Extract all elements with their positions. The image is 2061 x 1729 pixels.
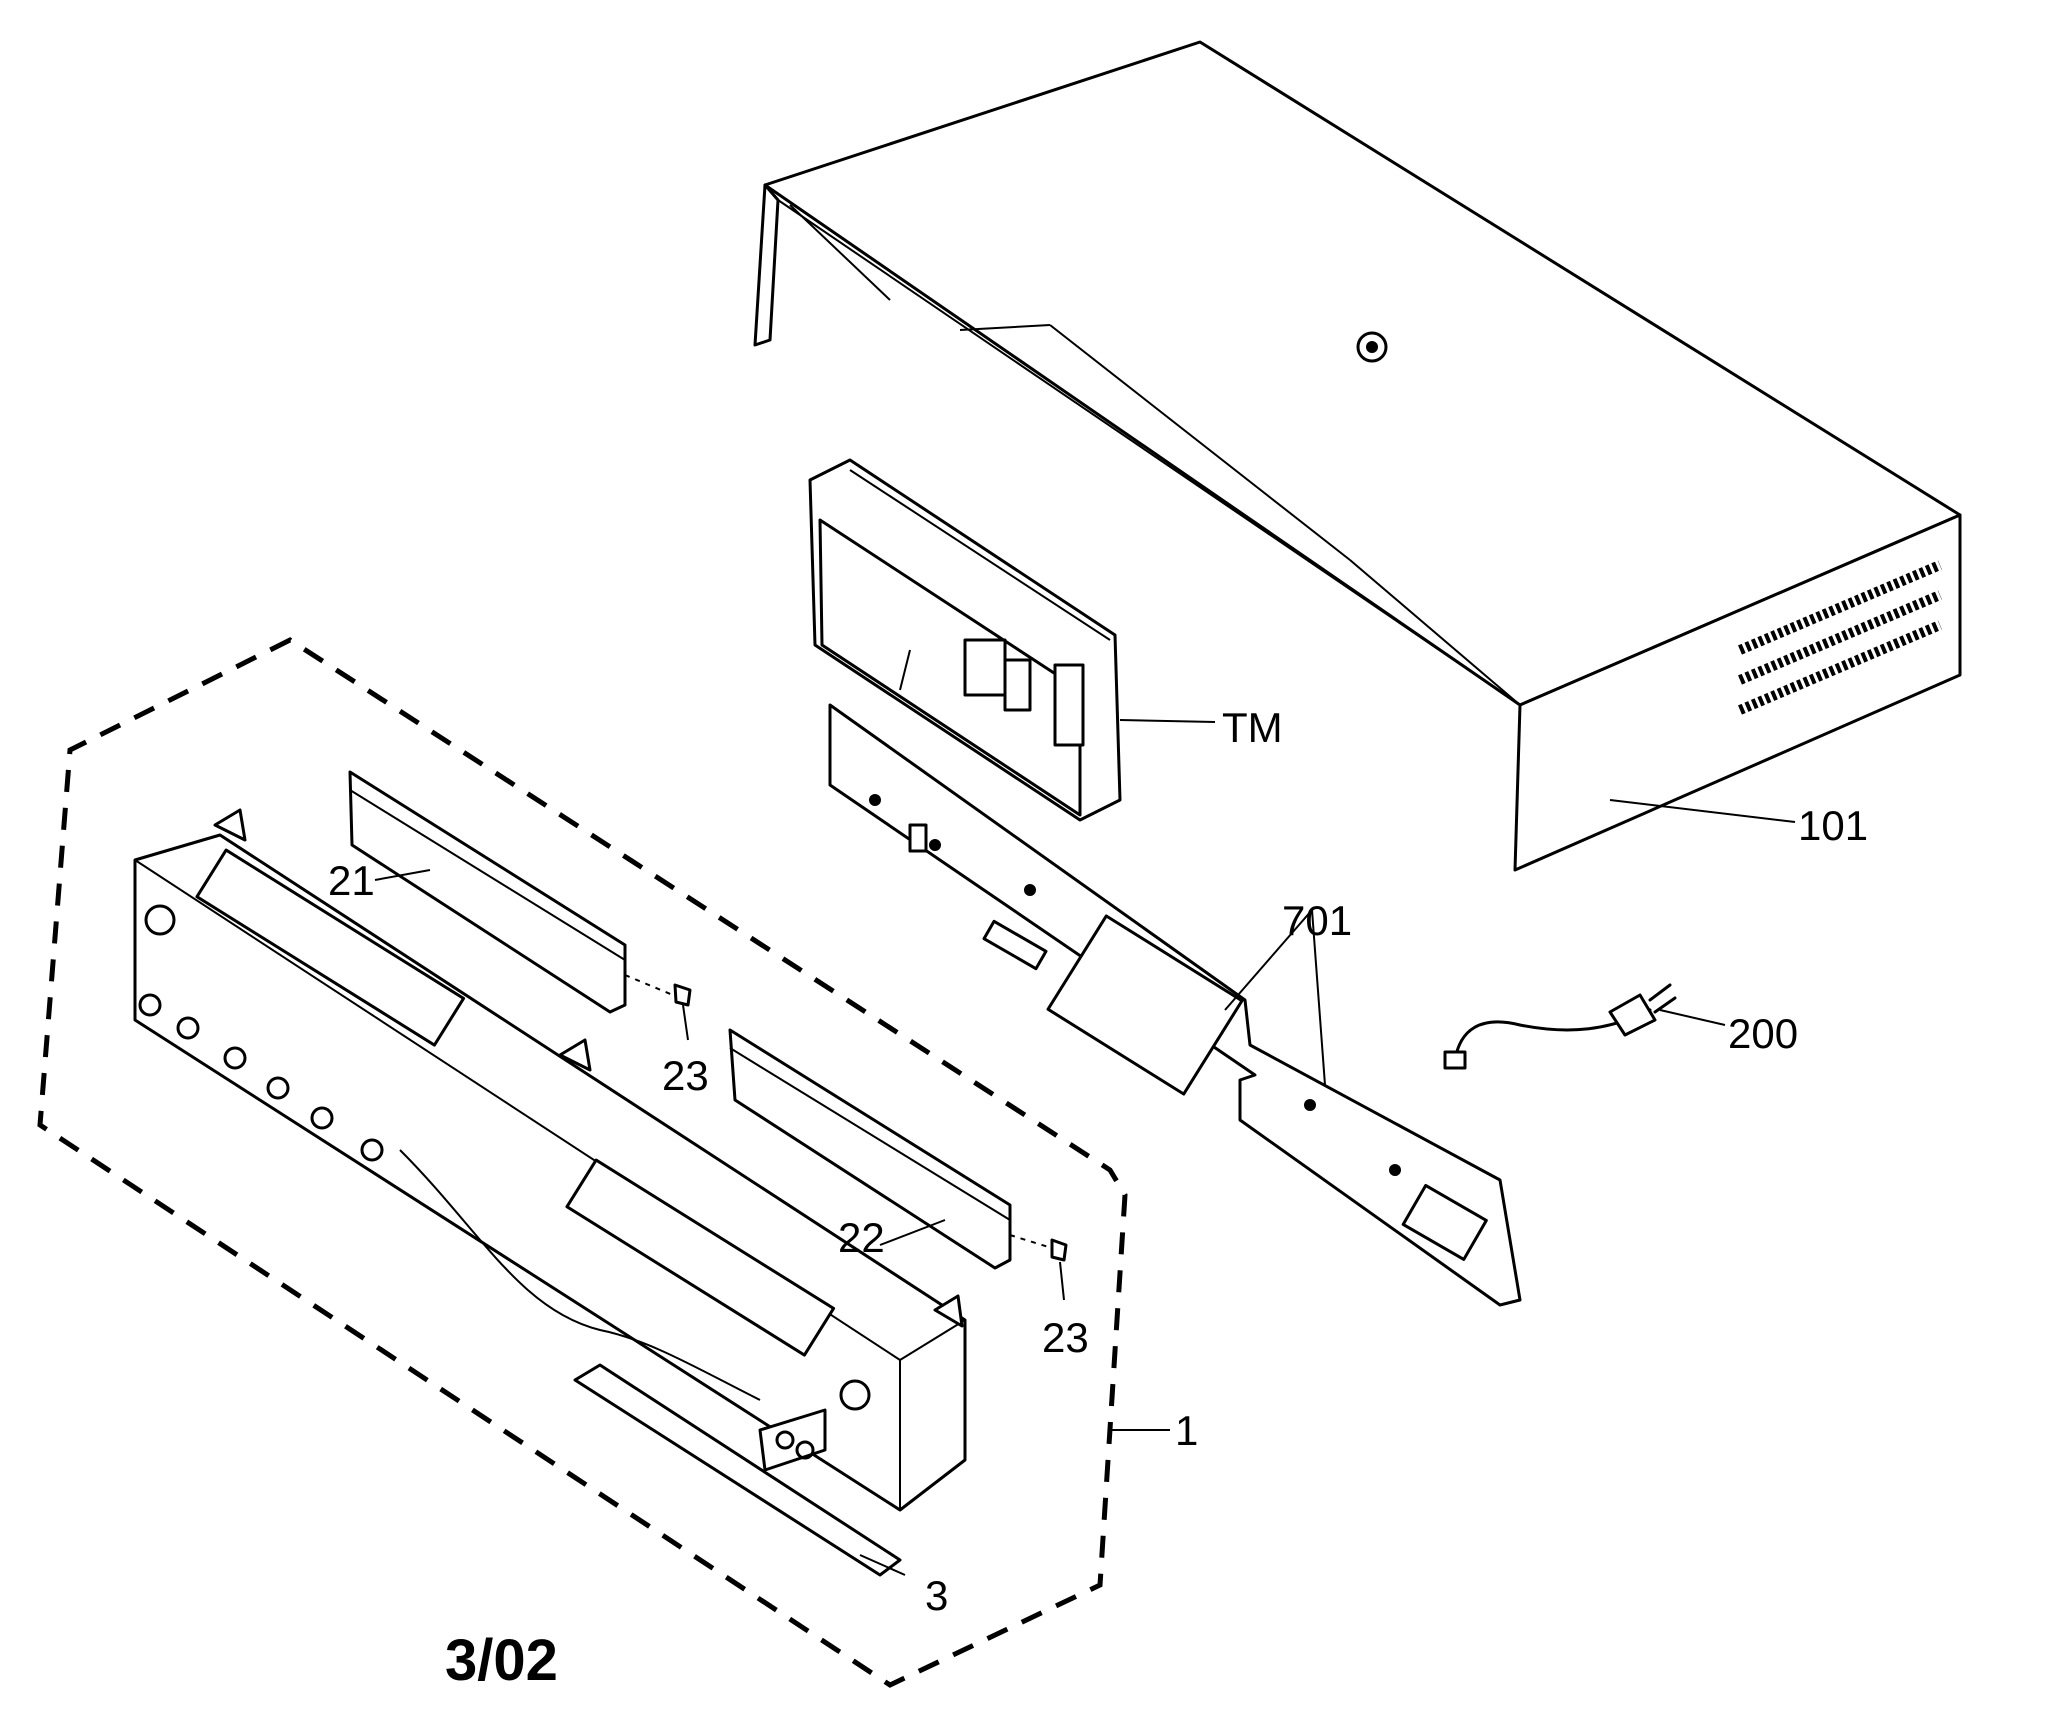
bracket-21-part (348, 770, 627, 1014)
callout-22: 22 (838, 1214, 885, 1261)
tuner-module-part (808, 458, 1216, 822)
bracket-22-part (728, 1028, 1012, 1270)
callout-23-bottom: 23 (1042, 1314, 1089, 1361)
callout-1: 1 (1175, 1407, 1198, 1454)
callout-701: 701 (1282, 897, 1352, 944)
front-panel-assembly-boundary (37, 637, 1128, 1688)
callout-3: 3 (925, 1572, 948, 1619)
main-board-part (828, 703, 1522, 1307)
power-cord-part (1443, 983, 1726, 1070)
top-cover-part (753, 40, 1962, 872)
screw-23-part (624, 974, 1068, 1301)
callout-23-top: 23 (662, 1052, 709, 1099)
callout-tm: TM (1222, 704, 1283, 751)
revision-label: 3/02 (445, 1628, 558, 1693)
callout-101: 101 (1798, 802, 1868, 849)
front-panel-part (133, 808, 967, 1577)
cover-vent-slots (1738, 560, 1942, 715)
callout-21: 21 (328, 857, 375, 904)
callout-200: 200 (1728, 1010, 1798, 1057)
